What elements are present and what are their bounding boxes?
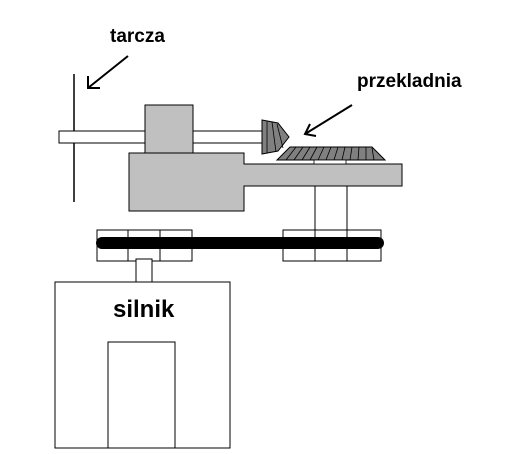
drive-belt	[96, 237, 384, 249]
label-motor: silnik	[113, 296, 175, 323]
arrow-to-gear	[303, 104, 353, 137]
label-disc: tarcza	[110, 26, 165, 47]
housing-block	[144, 104, 194, 156]
bevel-gear-large	[275, 146, 387, 165]
arrow-to-disc	[87, 55, 129, 89]
motor-shaft	[135, 258, 153, 284]
bevel-gear-small	[261, 119, 290, 155]
label-gear: przekladnia	[357, 71, 462, 92]
motor-door	[107, 341, 176, 449]
machine-body	[128, 152, 403, 212]
